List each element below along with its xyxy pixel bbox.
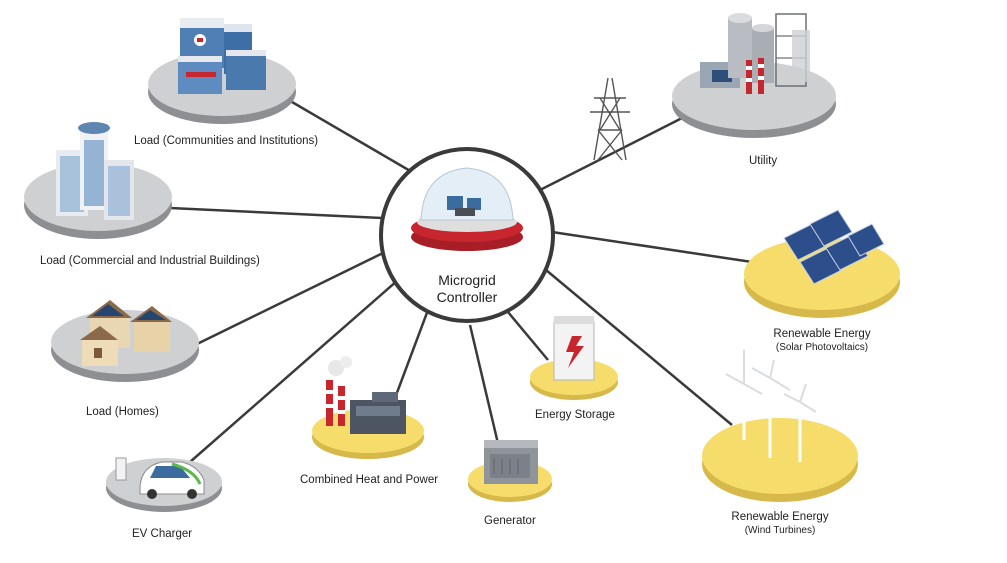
- controller-label-line1: Microgrid: [438, 272, 496, 288]
- link-commercial: [169, 206, 383, 220]
- link-wind: [539, 264, 733, 426]
- link-generator: [468, 324, 502, 453]
- chp-node: [312, 356, 424, 459]
- commercial-node: [24, 122, 172, 239]
- label-load-communities: Load (Communities and Institutions): [134, 135, 319, 147]
- microgrid-controller: [379, 147, 555, 323]
- homes-node: [51, 300, 199, 382]
- label-solar: Renewable Energy (Solar Photovoltaics): [762, 327, 882, 355]
- label-ev-charger: EV Charger: [132, 528, 193, 540]
- label-solar-sub: (Solar Photovoltaics): [775, 342, 869, 353]
- link-storage: [507, 311, 549, 361]
- ev-charger-node: [106, 457, 222, 512]
- label-energy-storage: Energy Storage: [535, 409, 615, 421]
- link-utility: [539, 113, 689, 192]
- label-utility: Utility: [749, 155, 778, 167]
- label-wind-sub: (Wind Turbines): [744, 525, 816, 536]
- transmission-tower-icon: [590, 77, 630, 161]
- label-generator: Generator: [484, 515, 536, 527]
- link-chp: [393, 309, 430, 399]
- label-solar-title: Renewable Energy: [773, 328, 871, 340]
- link-solar: [551, 230, 753, 264]
- communities-node: [148, 18, 296, 124]
- wind-node: [702, 350, 858, 502]
- label-wind-title: Renewable Energy: [731, 511, 829, 523]
- link-communities: [279, 93, 413, 174]
- link-ev: [189, 279, 399, 463]
- link-homes: [194, 250, 386, 347]
- label-chp: Combined Heat and Power: [300, 474, 439, 486]
- utility-node: [672, 13, 836, 138]
- controller-label-line2: Controller: [436, 289, 498, 305]
- solar-node: [744, 209, 900, 318]
- label-load-homes: Load (Homes): [86, 406, 159, 418]
- controller-label: Microgrid Controller: [407, 272, 527, 306]
- generator-node: [468, 440, 552, 502]
- label-load-commercial: Load (Commercial and Industrial Building…: [40, 255, 260, 267]
- label-wind: Renewable Energy (Wind Turbines): [720, 510, 840, 538]
- connection-lines: [169, 93, 753, 463]
- energy-storage-node: [530, 316, 618, 400]
